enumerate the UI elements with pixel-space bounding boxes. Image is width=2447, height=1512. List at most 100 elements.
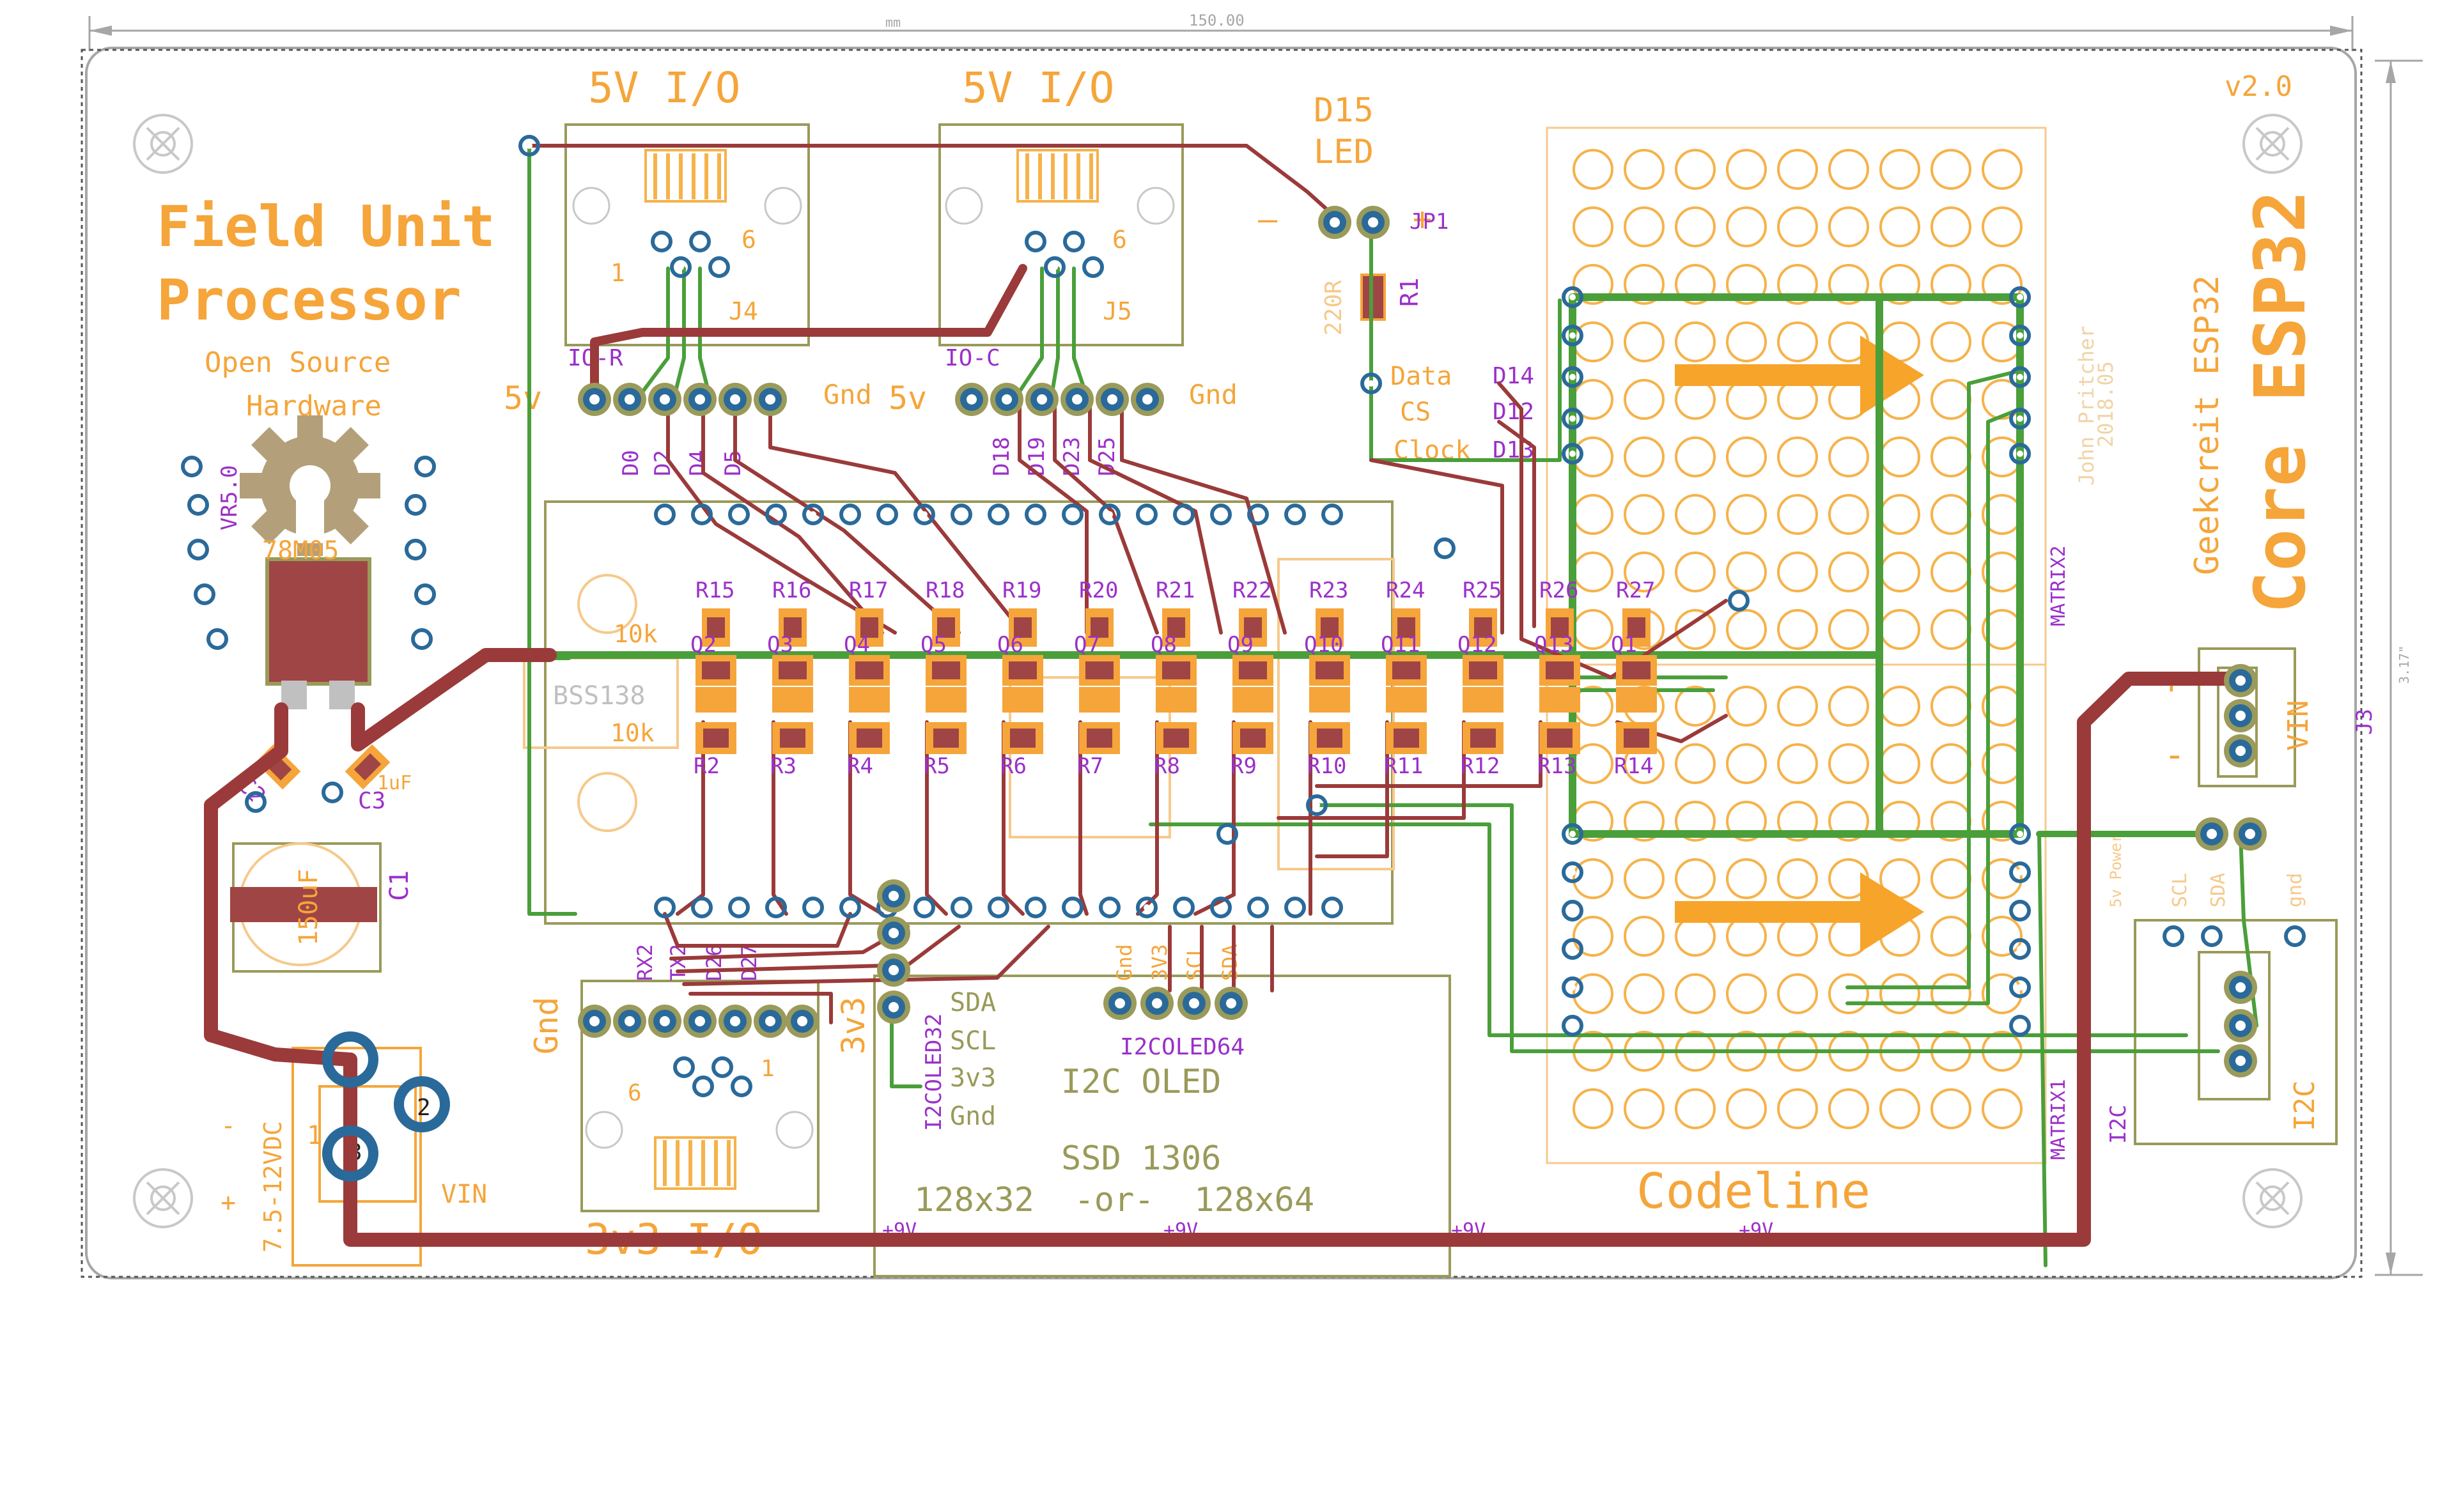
resistor-body bbox=[1244, 617, 1262, 638]
pad bbox=[654, 897, 676, 918]
regulator-part-label: 78M05 bbox=[262, 536, 339, 566]
oled-module: I2C OLED SSD 1306 128x32 -or- 128x64 SDA… bbox=[873, 944, 1451, 1277]
pad-hole bbox=[730, 394, 740, 405]
pad-hole bbox=[2292, 933, 2298, 939]
resistor-label: R13 bbox=[1537, 753, 1576, 779]
transistor-label: Q8 bbox=[1151, 632, 1177, 658]
matrix-led-dot bbox=[1828, 436, 1869, 477]
red-trace bbox=[688, 992, 833, 1024]
pad bbox=[2009, 900, 2031, 922]
pad bbox=[1099, 897, 1121, 918]
resistor-label: R17 bbox=[849, 578, 888, 603]
board-outline bbox=[85, 47, 2357, 1279]
pad-hole bbox=[847, 511, 853, 518]
pad-hole bbox=[1189, 998, 1199, 1008]
pad bbox=[181, 456, 203, 477]
power-pad bbox=[322, 1125, 378, 1182]
pad-hole bbox=[2235, 1056, 2246, 1066]
pad bbox=[670, 256, 692, 278]
matrix-led-dot bbox=[1573, 1088, 1613, 1129]
j4-pin1-label: 1 bbox=[610, 259, 625, 287]
pad-hole bbox=[1218, 904, 1224, 911]
bottom-pin6-label: 6 bbox=[628, 1080, 642, 1106]
resistor-label: R15 bbox=[695, 578, 734, 603]
matrix-led-dot bbox=[1675, 206, 1716, 247]
matrix-led-dot bbox=[1573, 916, 1613, 957]
matrix-led-dot bbox=[1573, 206, 1613, 247]
bottom-gnd-label: Gnd bbox=[528, 997, 565, 1054]
resistor-pad bbox=[849, 687, 890, 713]
red-trace bbox=[590, 264, 1027, 397]
pad-hole bbox=[189, 463, 195, 470]
r1-label: R1 bbox=[1395, 277, 1424, 307]
power-minus-label: - bbox=[221, 1111, 236, 1141]
pad-hole bbox=[738, 1083, 745, 1090]
pad bbox=[1728, 590, 1750, 612]
resistor-pad bbox=[772, 687, 813, 713]
i2c-scl-label: SCL bbox=[2169, 873, 2191, 907]
resistor-body bbox=[1240, 729, 1266, 748]
j5-header-label: 5V I/O bbox=[962, 63, 1114, 112]
pad bbox=[1321, 504, 1343, 525]
pad bbox=[1210, 897, 1232, 918]
matrix-led-dot bbox=[1675, 973, 1716, 1014]
transistor-label: Q2 bbox=[690, 632, 717, 658]
c1-label: C1 bbox=[385, 870, 414, 901]
matrix-led-dot bbox=[1828, 552, 1869, 592]
resistor-body bbox=[1551, 617, 1569, 638]
pad-hole bbox=[699, 511, 705, 518]
resistor-pad bbox=[1463, 687, 1503, 713]
resistor-label: R2 bbox=[694, 753, 720, 779]
matrix-led-dot bbox=[1930, 552, 1971, 592]
matrix-led-dot bbox=[1982, 858, 2023, 899]
resistor-label: R6 bbox=[1000, 753, 1027, 779]
resistor-label: R24 bbox=[1386, 578, 1425, 603]
pad-hole bbox=[1107, 394, 1117, 405]
j5-pin6-label: 6 bbox=[1112, 226, 1127, 254]
pad-hole bbox=[1115, 998, 1125, 1008]
pad-hole bbox=[695, 394, 705, 405]
j4-label: J4 bbox=[729, 297, 758, 325]
pad-hole bbox=[697, 238, 703, 245]
matrix-led-dot bbox=[1624, 1088, 1665, 1129]
matrix-led-dot bbox=[1624, 494, 1665, 535]
oled32-pin-label: 3v3 bbox=[950, 1063, 996, 1093]
pad bbox=[728, 897, 750, 918]
pad-hole bbox=[810, 511, 816, 518]
j4-pin-label: D4 bbox=[685, 450, 711, 476]
led-plus-label: + bbox=[1413, 201, 1432, 238]
pad-hole bbox=[847, 904, 853, 911]
matrix-led-dot bbox=[1726, 321, 1767, 362]
red-trace bbox=[1120, 394, 1287, 635]
level-shifter-array: R15Q2R2R16Q3R3R17Q4R4R18Q5R5R19Q6R6R20Q7… bbox=[690, 578, 1657, 779]
pad-hole bbox=[2017, 869, 2023, 876]
oled32-pin-label: Gnd bbox=[950, 1102, 996, 1131]
matrix-led-dot bbox=[1982, 149, 2023, 190]
pad bbox=[913, 897, 935, 918]
regulator-78m05: 78M05 VR5.0 bbox=[217, 465, 371, 709]
pad-hole bbox=[1255, 904, 1261, 911]
matrix-led-dot bbox=[1777, 552, 1818, 592]
pad-hole bbox=[716, 264, 722, 270]
matrix-led-dot bbox=[1573, 858, 1613, 899]
pad bbox=[1216, 823, 1238, 845]
j3-label: J3 bbox=[2352, 709, 2377, 735]
bottom-pin-labels: RX2 TX2 D26 D27 bbox=[633, 944, 761, 981]
led-title-line2: LED bbox=[1314, 133, 1374, 171]
matrix-led-dot bbox=[1930, 743, 1971, 784]
matrix-led-dot bbox=[1879, 686, 1920, 727]
red-trace bbox=[1315, 720, 1542, 788]
red-trace bbox=[1002, 720, 1025, 916]
pad bbox=[691, 504, 713, 525]
transistor-label: Q10 bbox=[1304, 632, 1343, 658]
transistor-body bbox=[1392, 661, 1420, 679]
resistor-label: R21 bbox=[1156, 578, 1195, 603]
green-trace bbox=[1369, 219, 1562, 462]
resistor-body bbox=[1321, 617, 1339, 638]
pad bbox=[673, 1056, 695, 1078]
title-line2: Processor bbox=[157, 267, 462, 333]
codeline-label: Codeline bbox=[1636, 1162, 1870, 1219]
resistor-body bbox=[1394, 729, 1419, 748]
pad-hole bbox=[889, 891, 899, 901]
pad bbox=[2009, 861, 2031, 883]
